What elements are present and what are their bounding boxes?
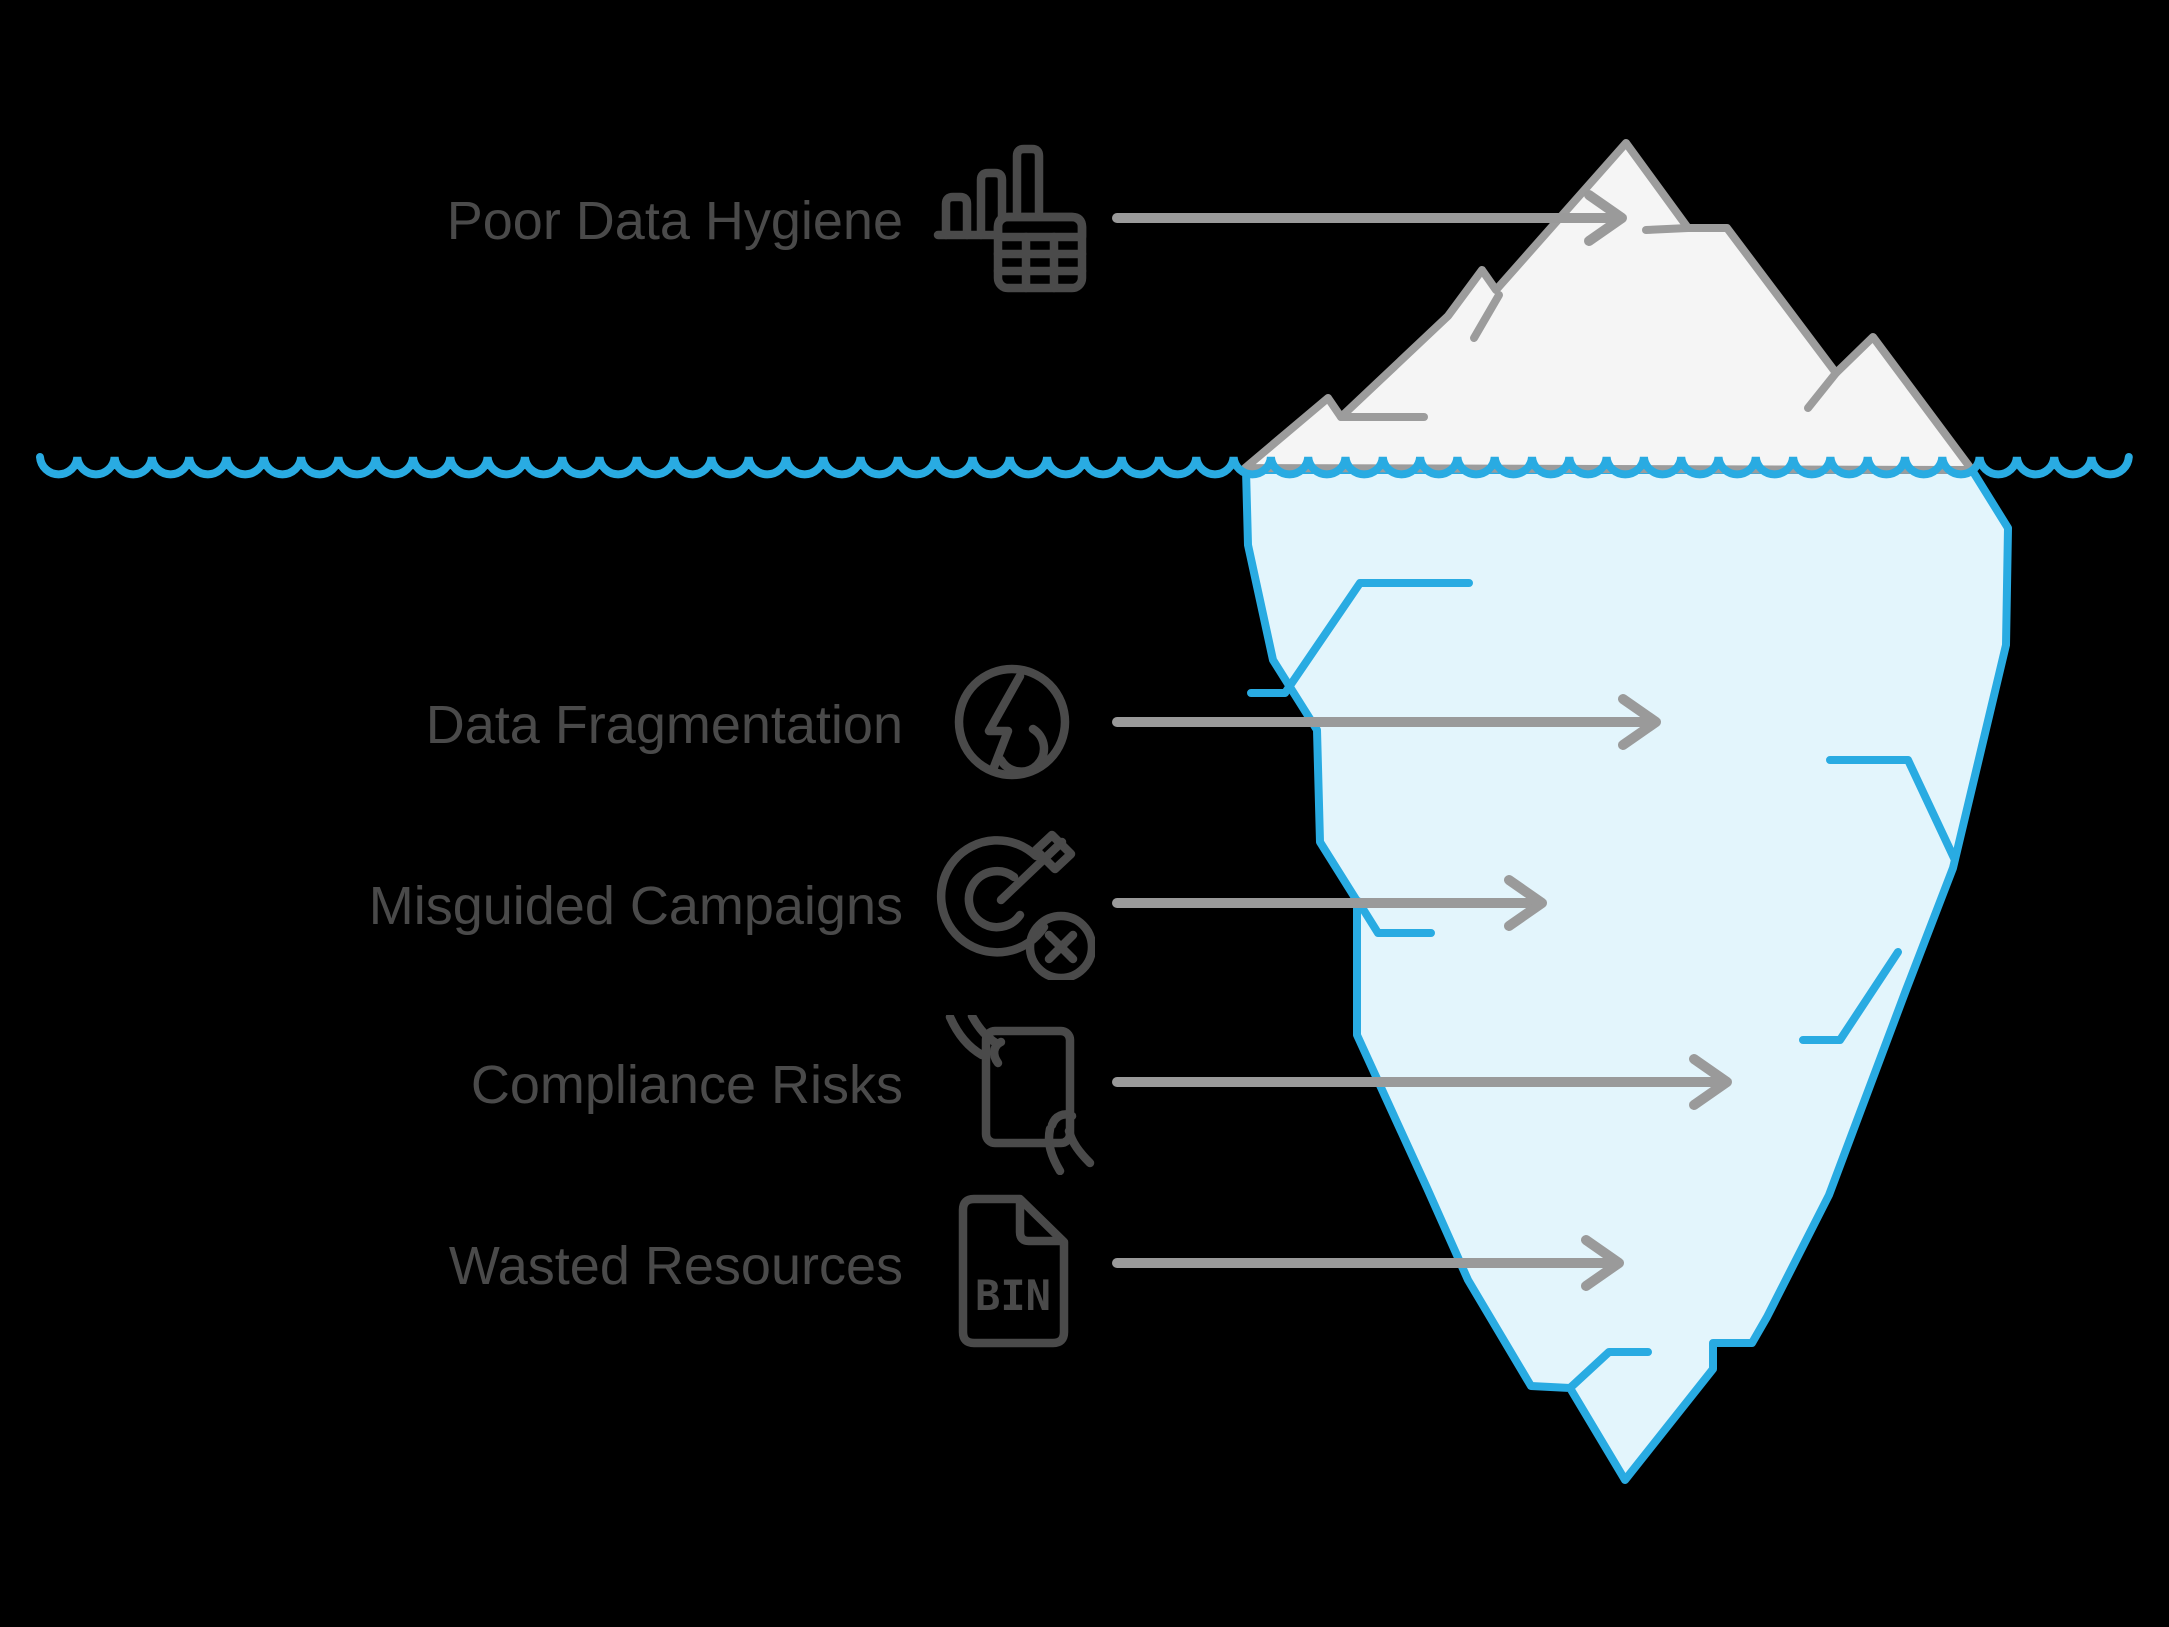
bar-chart-table-icon	[933, 144, 1087, 293]
waterline	[36, 453, 2133, 479]
arrow-data-fragmentation	[1112, 694, 1661, 750]
label-poor-data-hygiene: Poor Data Hygiene	[446, 191, 903, 251]
crack-lower-left	[1354, 897, 1435, 937]
arrow-misguided-campaigns	[1112, 875, 1547, 931]
iceberg-below-water	[1242, 466, 2012, 1484]
crack-upper-left	[1247, 579, 1473, 697]
label-data-fragmentation: Data Fragmentation	[425, 695, 903, 755]
crack-upper-right	[1826, 756, 1958, 862]
crack-mid-peak	[1470, 291, 1503, 342]
arrow-poor-data-hygiene	[1112, 190, 1627, 246]
bin-file-label: BIN	[975, 1271, 1051, 1320]
hands-document-icon	[945, 1015, 1095, 1175]
label-misguided-campaigns: Misguided Campaigns	[368, 876, 903, 936]
crack-mid-right	[1799, 948, 1902, 1044]
lightning-circle-icon	[954, 664, 1070, 780]
missed-target-icon	[936, 830, 1095, 980]
crack-peak-shoulder	[1642, 224, 1692, 234]
label-compliance-risks: Compliance Risks	[470, 1055, 903, 1115]
crack-bottom-tip	[1566, 1348, 1652, 1392]
above-water-crack-lines	[1337, 224, 1840, 421]
bin-file-icon: BIN	[958, 1194, 1069, 1348]
arrow-wasted-resources	[1112, 1235, 1624, 1291]
arrow-compliance-risks	[1112, 1054, 1732, 1110]
underwater-crack-lines	[1247, 579, 1958, 1392]
crack-right-peak	[1804, 369, 1840, 412]
label-wasted-resources: Wasted Resources	[448, 1236, 903, 1296]
